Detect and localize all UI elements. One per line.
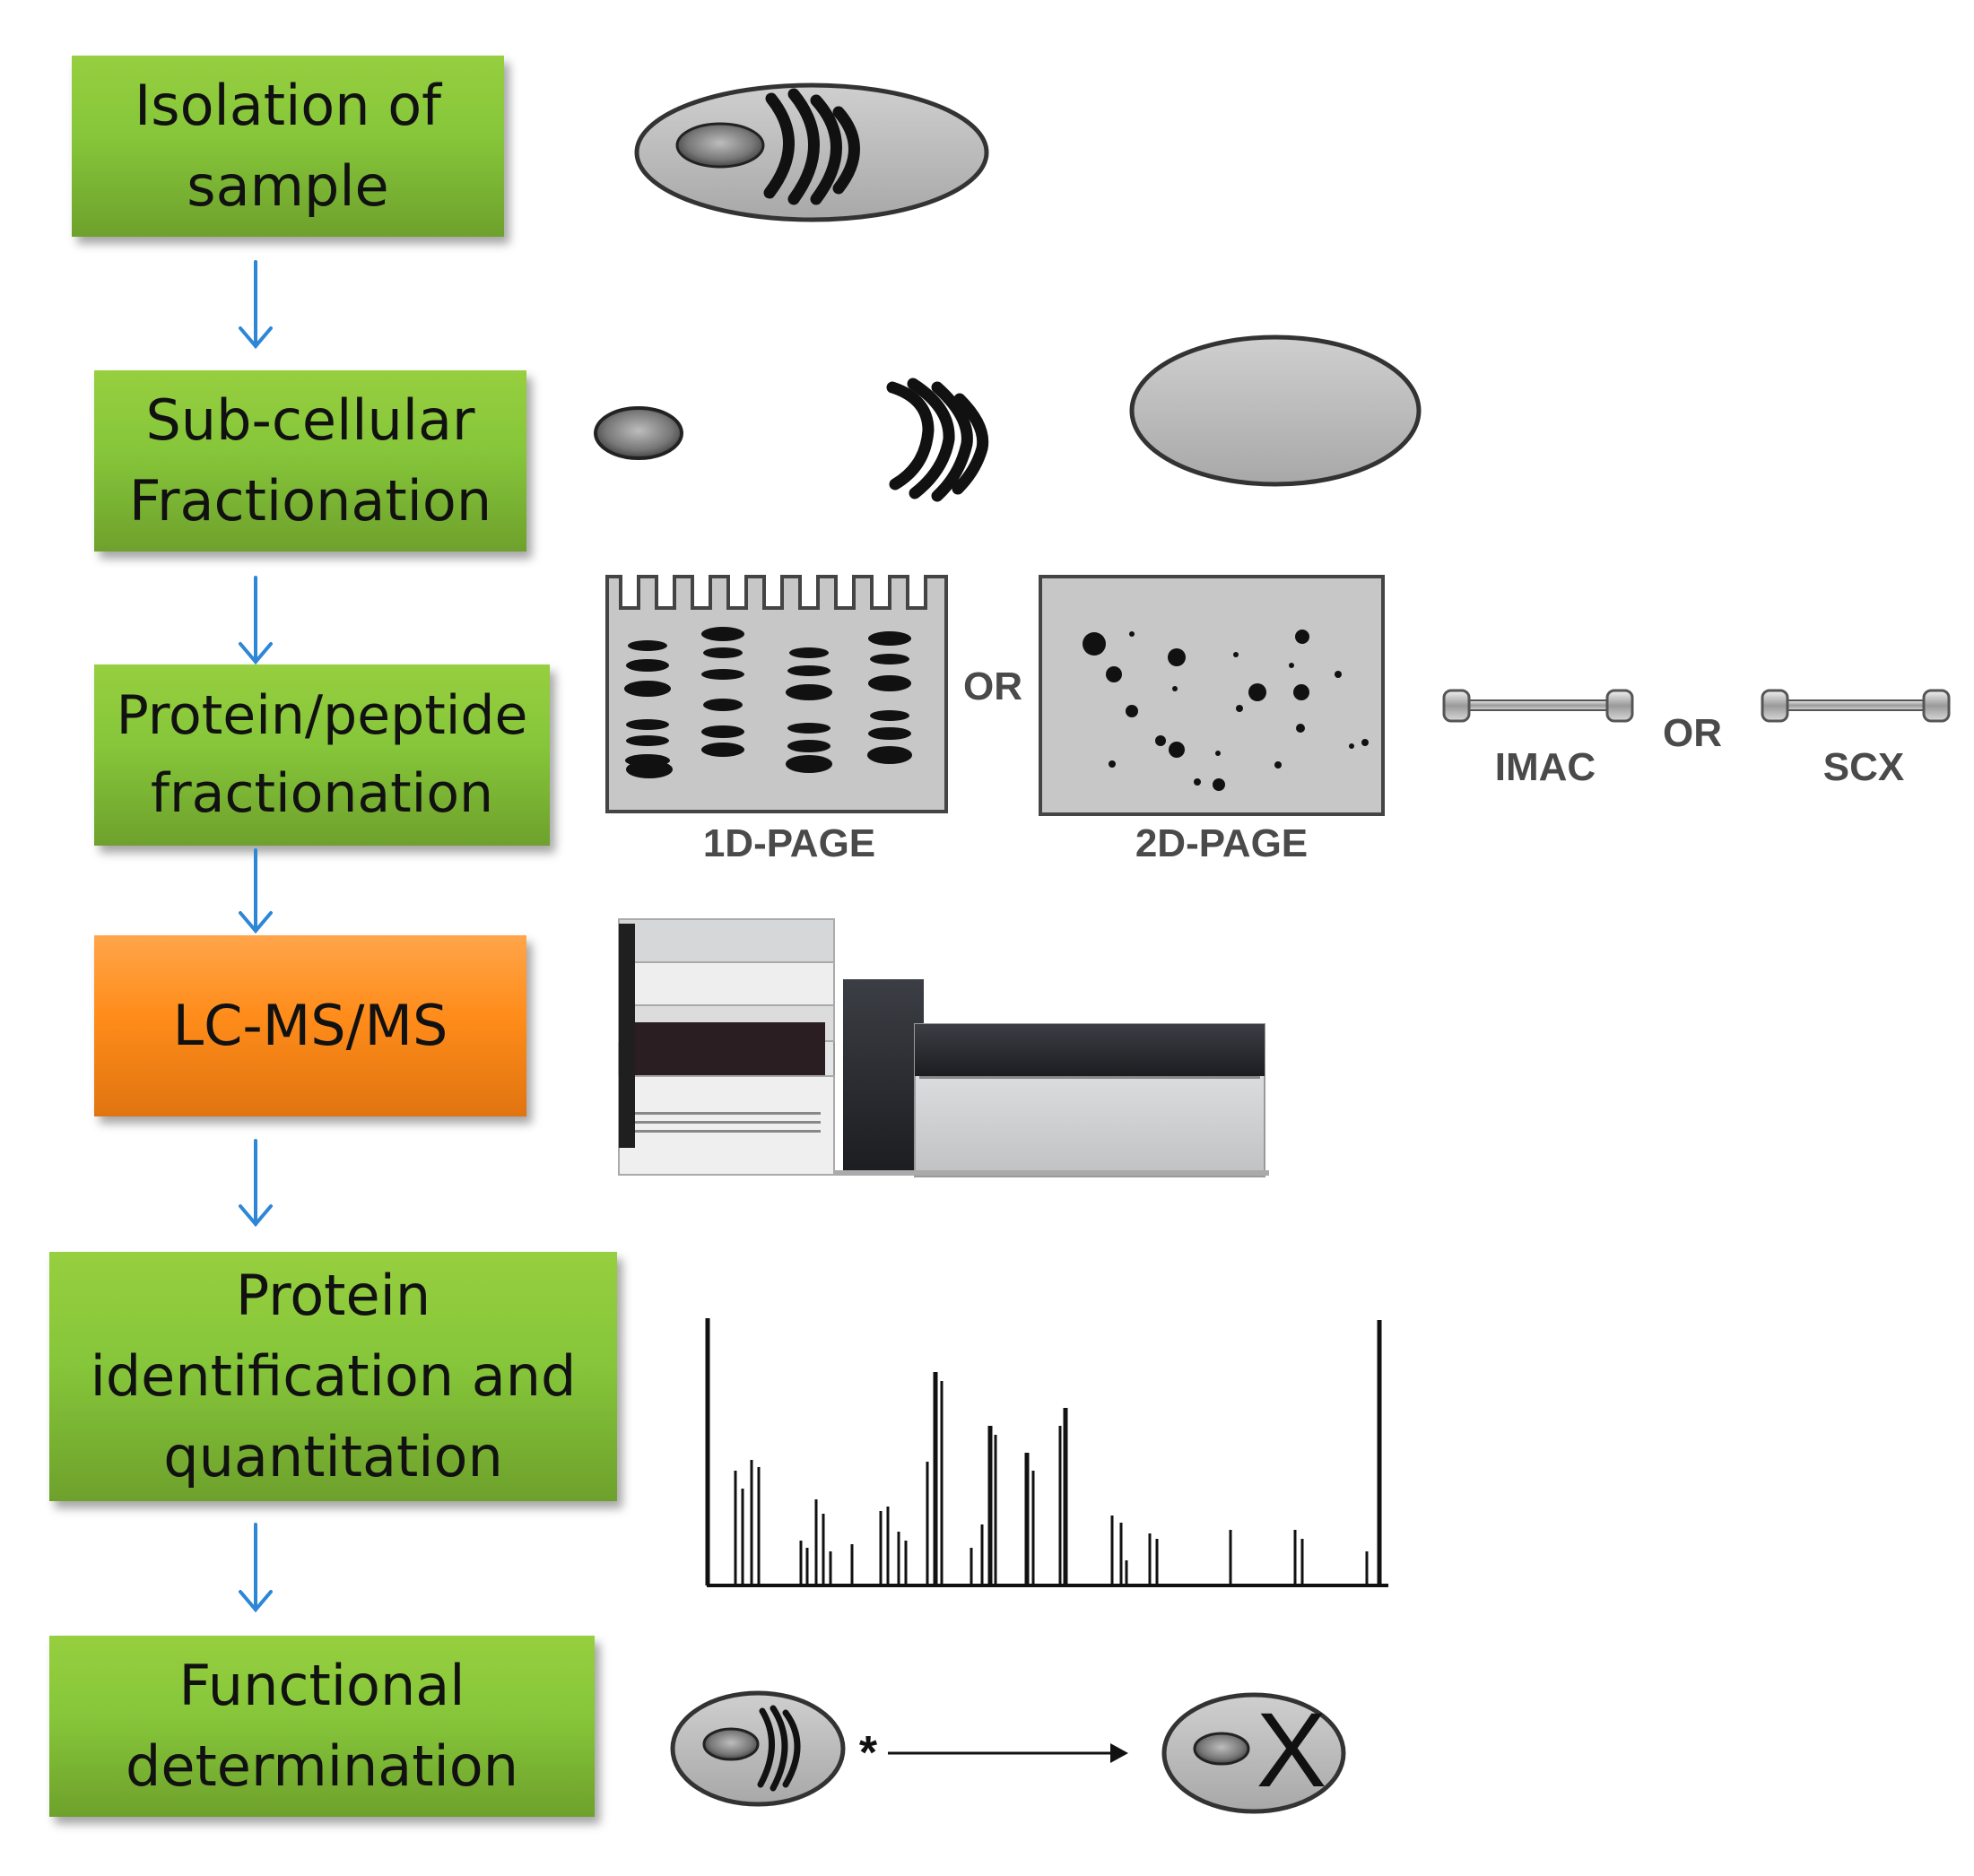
gel-2d-label: 2D-PAGE	[1135, 821, 1308, 865]
gel-2d-icon	[1039, 575, 1385, 816]
annotated-cell-icon	[670, 1690, 846, 1807]
column-1-label: IMAC	[1495, 745, 1596, 789]
golgi-icon	[886, 378, 989, 502]
step-protein-identification-and-quantitation: Protein identification and quantitation	[49, 1252, 617, 1501]
step-label: LC-MS/MS	[172, 993, 448, 1059]
knockout-mark: X	[1257, 1691, 1327, 1810]
step-label: Protein/peptide fractionation	[116, 684, 528, 825]
mass-spectrum-icon	[705, 1318, 1388, 1587]
step-sub-cellular-fractionation: Sub-cellular Fractionation	[94, 370, 526, 552]
column-or-label: OR	[1663, 711, 1722, 755]
column-2-label: SCX	[1823, 745, 1904, 789]
flow-arrow-3	[239, 848, 273, 934]
flow-arrow-4	[239, 1139, 273, 1228]
modification-mark: *	[859, 1727, 878, 1779]
step-functional-determination: Functional determination	[49, 1636, 595, 1817]
column-icon	[1442, 689, 1634, 723]
step-label: Protein identification and quantitation	[90, 1263, 577, 1490]
arrow-right-icon	[888, 1743, 1128, 1763]
flow-arrow-2	[239, 576, 273, 665]
step-protein-peptide-fractionation: Protein/peptide fractionation	[94, 664, 550, 846]
cell-membrane-icon	[1129, 334, 1422, 487]
step-lc-ms-ms: LC-MS/MS	[94, 935, 526, 1116]
gel-1d-label: 1D-PAGE	[703, 821, 875, 865]
lc-ms-instrument-icon	[618, 918, 1269, 1177]
column-icon	[1761, 689, 1951, 723]
nucleus-icon	[594, 406, 683, 460]
step-isolation-of-sample: Isolation of sample	[72, 56, 504, 237]
gel-or-label: OR	[963, 664, 1022, 708]
gel-1d-icon	[605, 575, 948, 813]
step-label: Functional determination	[125, 1653, 519, 1799]
cell-icon	[634, 83, 989, 222]
flow-arrow-5	[239, 1523, 273, 1613]
knockout-cell-icon	[1161, 1692, 1346, 1814]
step-label: Isolation of sample	[135, 73, 441, 219]
flow-arrow-1	[239, 260, 273, 350]
step-label: Sub-cellular Fractionation	[128, 387, 492, 534]
